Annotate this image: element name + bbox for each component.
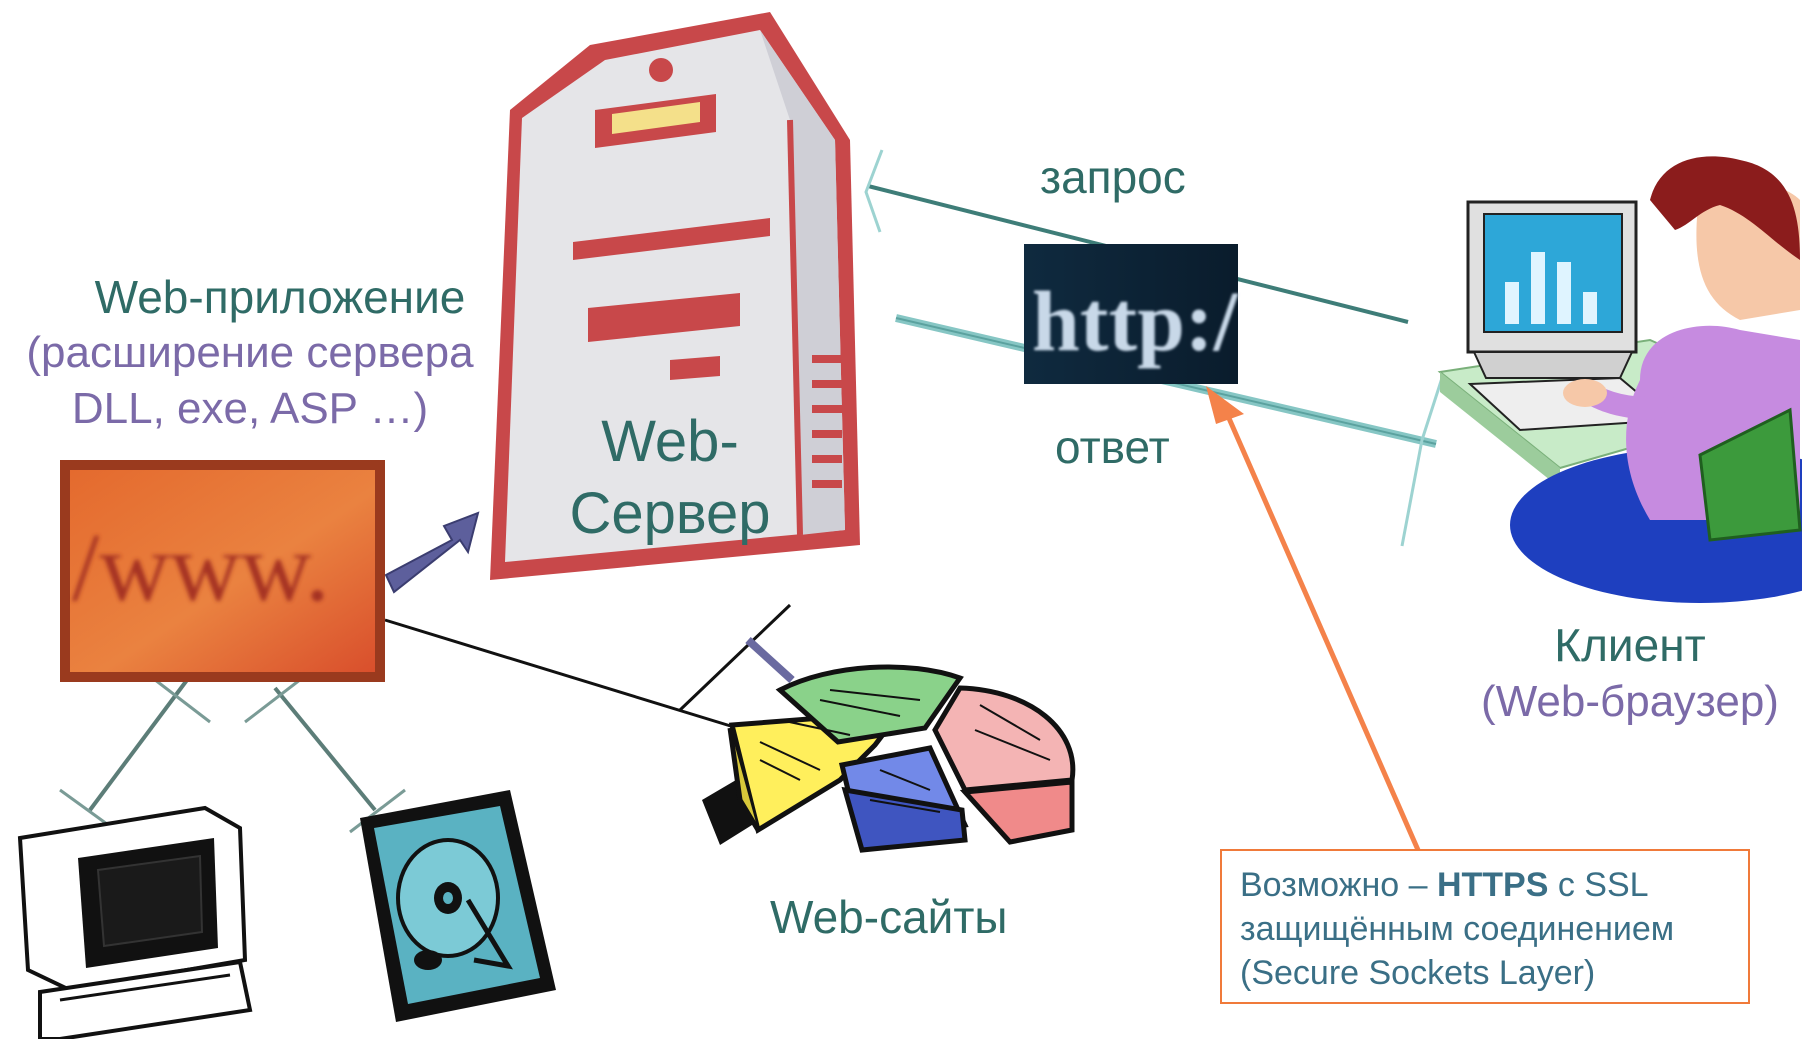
webapp-title: Web-приложение	[94, 271, 466, 323]
https-note-line3: (Secure Sockets Layer)	[1240, 954, 1596, 992]
webapp-monitor-line	[88, 674, 192, 812]
www-banner-icon: /www.	[60, 460, 385, 682]
https-note-suffix: с SSL	[1548, 866, 1649, 904]
webapp-description-line2: DLL, exe, ASP …)	[71, 384, 429, 433]
client-sublabel: (Web-браузер)	[1481, 677, 1779, 726]
https-note-bold: HTTPS	[1436, 866, 1549, 904]
request-label: запрос	[1040, 151, 1186, 203]
pie-chart-icon	[702, 664, 1076, 853]
www-text: /www.	[72, 514, 330, 622]
webapp-to-server-arrow	[384, 511, 480, 594]
hard-disk-icon	[360, 790, 556, 1022]
monitor-icon	[17, 805, 253, 1039]
server-label-line2: Сервер	[569, 481, 771, 546]
webapp-disk-line	[273, 686, 377, 812]
webapp-sites-line	[384, 618, 761, 737]
https-note-line2: защищённым соединением	[1240, 910, 1675, 948]
response-arrowhead	[1400, 377, 1444, 547]
request-arrowhead	[864, 149, 884, 233]
https-note-box: Возможно – HTTPS с SSL защищённым соедин…	[1220, 849, 1750, 1004]
response-label: ответ	[1055, 421, 1170, 473]
server-sites-line	[678, 603, 792, 712]
server-tower-icon	[490, 12, 860, 580]
connection-lines	[59, 149, 1444, 834]
websites-label: Web-сайты	[770, 891, 1008, 943]
http-image-icon: http:/	[1024, 244, 1239, 384]
https-arrow	[1206, 386, 1421, 852]
client-user-icon	[1437, 156, 1802, 603]
http-text: http:/	[1032, 273, 1239, 369]
client-label: Клиент	[1554, 619, 1706, 671]
webapp-description-line1: (расширение сервера	[26, 328, 474, 377]
https-note-line1: Возможно – HTTPS с SSL	[1240, 863, 1730, 907]
server-label-line1: Web-	[601, 409, 739, 474]
https-note-prefix: Возможно –	[1240, 866, 1437, 904]
